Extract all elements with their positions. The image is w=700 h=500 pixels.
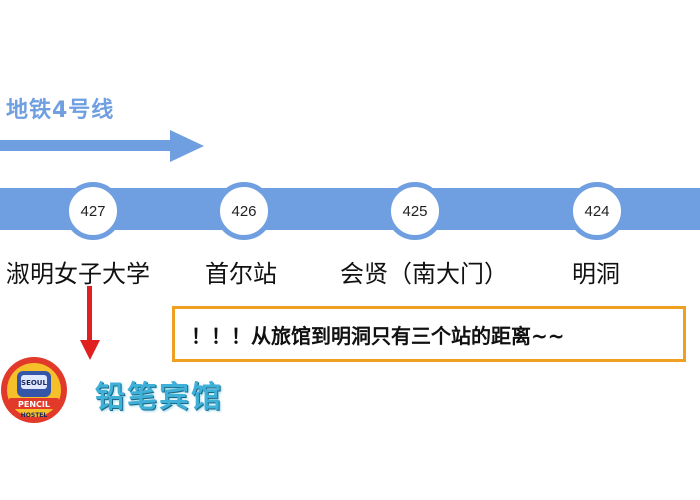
station-circle-425: 425 [386, 182, 444, 240]
note-box: ！！！从旅馆到明洞只有三个站的距离~~ [172, 306, 686, 362]
down-arrow-icon [80, 286, 100, 360]
station-code: 427 [80, 202, 106, 220]
station-circle-426: 426 [215, 182, 273, 240]
svg-text:PENCIL: PENCIL [18, 400, 50, 409]
station-code: 425 [402, 202, 428, 220]
svg-text:HOSTEL: HOSTEL [21, 412, 48, 419]
station-name-myeongdong: 明洞 [572, 260, 620, 288]
svg-text:SEOUL: SEOUL [21, 379, 47, 387]
station-code: 426 [231, 202, 257, 220]
station-circle-424: 424 [568, 182, 626, 240]
station-code: 424 [584, 202, 610, 220]
station-name-hoehyeon: 会贤（南大门） [340, 260, 508, 288]
direction-arrow-icon [0, 130, 204, 162]
line-title: 地铁4号线 [6, 98, 115, 123]
station-name-sookmyung: 淑明女子大学 [6, 260, 150, 288]
pencil-hostel-logo: SEOUL PENCIL HOSTEL [1, 357, 67, 423]
hostel-name: 铅笔宾馆 [95, 380, 223, 415]
note-text: ！！！从旅馆到明洞只有三个站的距离~~ [191, 323, 565, 348]
station-circle-427: 427 [64, 182, 122, 240]
station-name-seoul-station: 首尔站 [205, 260, 277, 288]
